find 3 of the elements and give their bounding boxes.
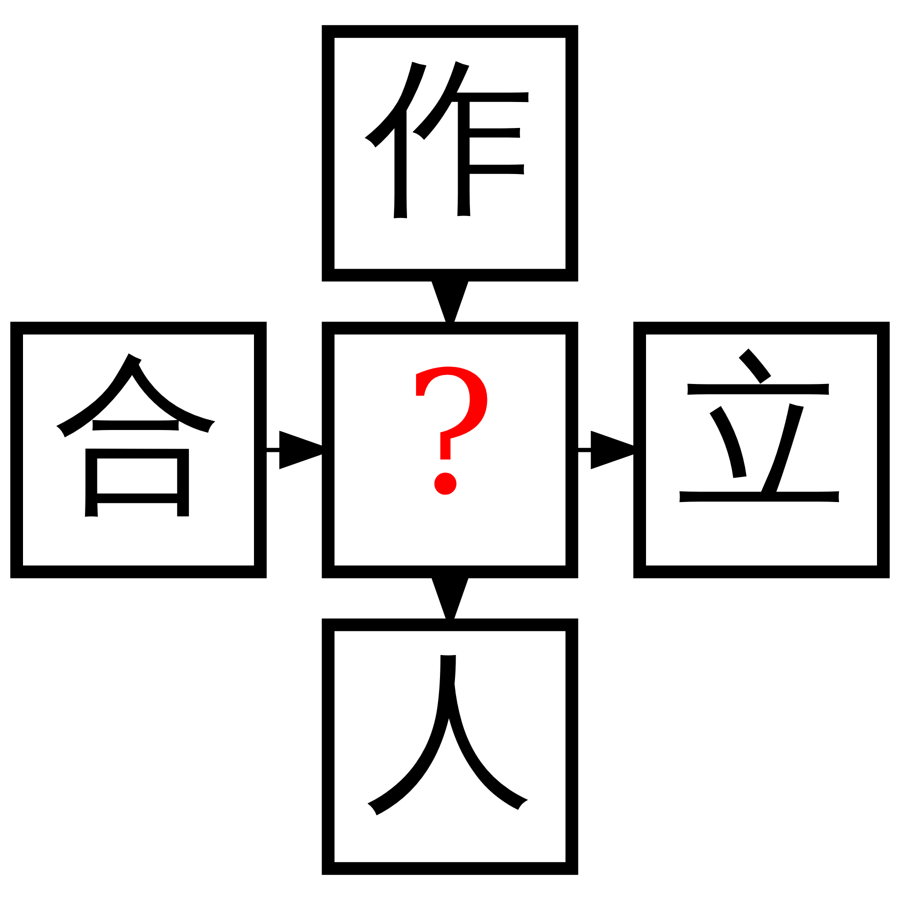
node-box: 人 bbox=[322, 618, 578, 875]
node-box: 合 bbox=[10, 322, 267, 578]
node-box: 立 bbox=[633, 322, 890, 578]
